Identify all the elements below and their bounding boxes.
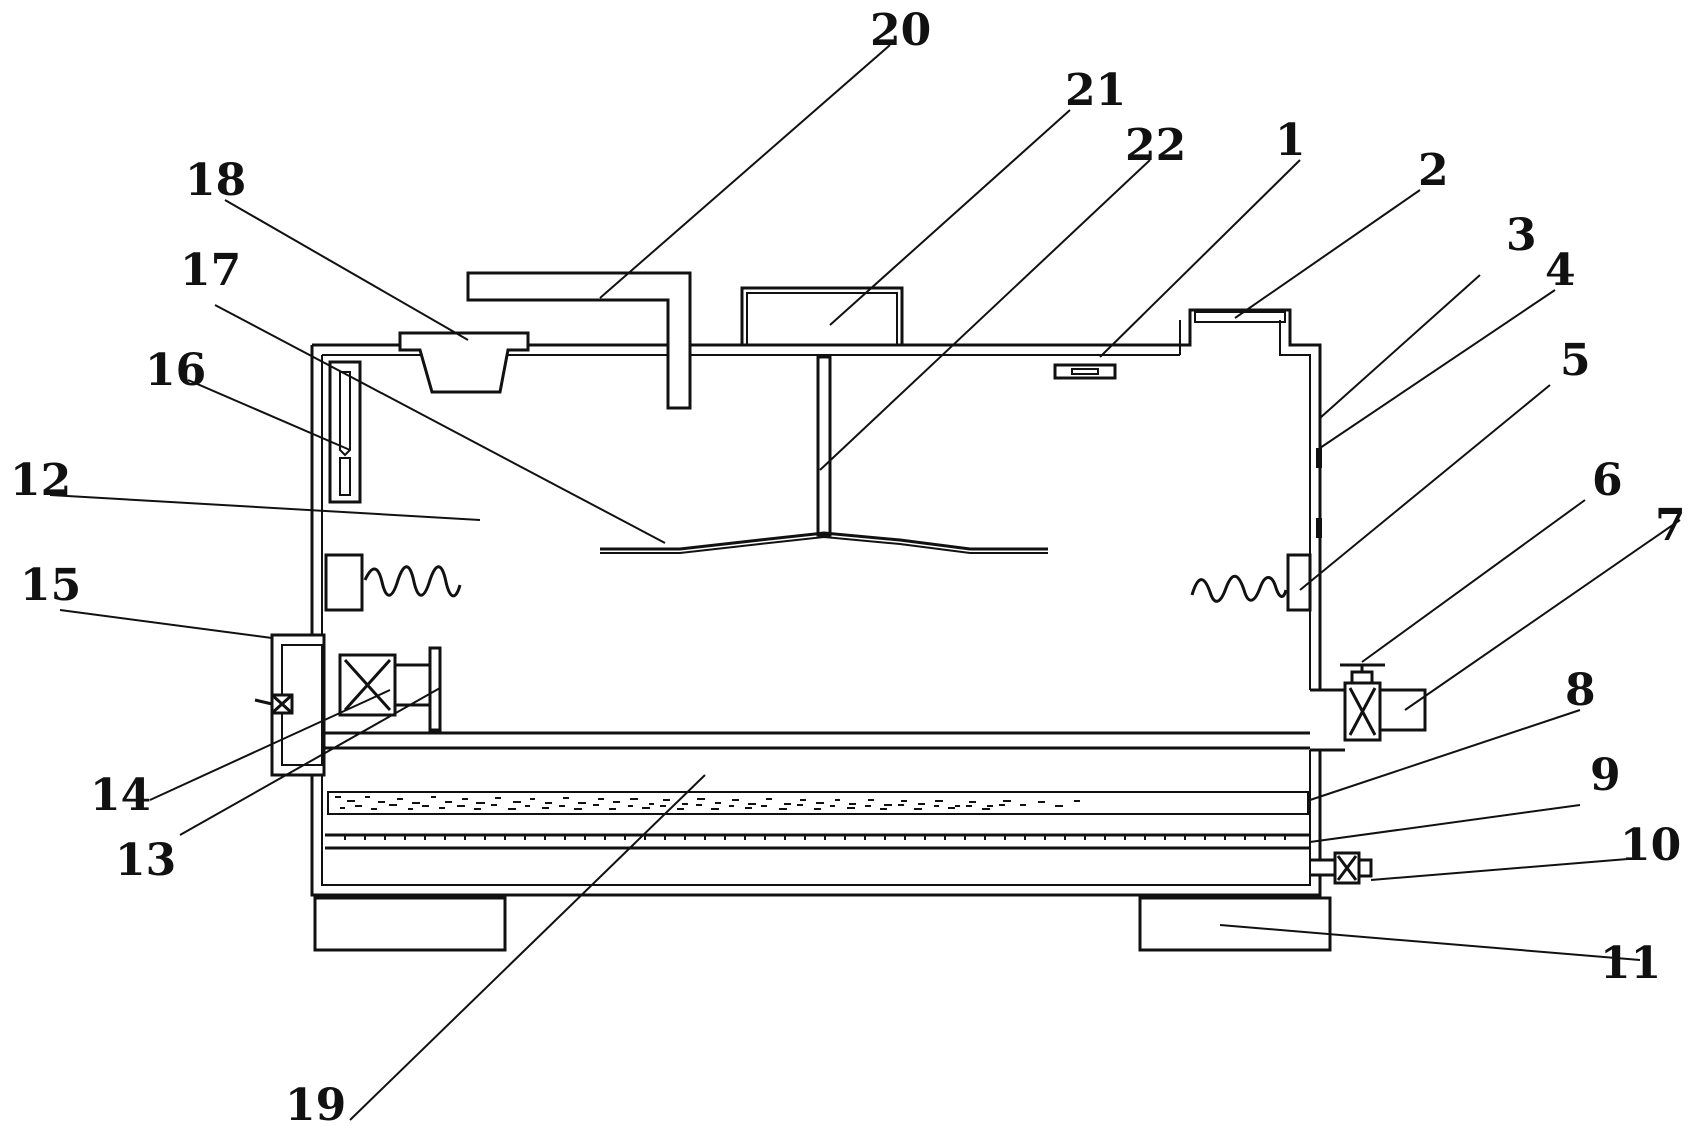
- right-wall-element-upper: [1316, 448, 1322, 468]
- support-foot-left: [313, 896, 507, 952]
- label-10: 10: [1620, 820, 1681, 871]
- bottom-drain-valve: [1310, 851, 1373, 885]
- heater-right: [1190, 553, 1312, 612]
- leader-20: [599, 44, 891, 299]
- leader-10: [1370, 857, 1641, 881]
- label-18: 18: [185, 155, 246, 206]
- label-1: 1: [1275, 115, 1306, 166]
- label-5: 5: [1560, 335, 1591, 386]
- stirring-blade: [600, 531, 1048, 551]
- leader-16: [187, 379, 351, 451]
- left-filter-panel: [328, 360, 362, 504]
- label-20: 20: [870, 5, 931, 56]
- leader-5: [1299, 384, 1551, 591]
- leader-4: [1319, 289, 1556, 449]
- label-16: 16: [145, 345, 206, 396]
- leader-11: [1219, 924, 1641, 961]
- label-12: 12: [10, 455, 71, 506]
- right-outlet-valve: [1310, 663, 1427, 752]
- label-2: 2: [1418, 145, 1449, 196]
- leader-18: [224, 199, 469, 341]
- heater-left: [324, 553, 462, 612]
- label-17: 17: [180, 245, 241, 296]
- motor-box: [740, 286, 904, 347]
- leader-2: [1234, 189, 1421, 319]
- top-cover-plate: [1194, 311, 1286, 323]
- label-22: 22: [1125, 120, 1186, 171]
- label-6: 6: [1592, 455, 1623, 506]
- leader-14: [149, 689, 391, 801]
- support-foot-right: [1138, 896, 1332, 952]
- tank-body: [310, 308, 1322, 897]
- leader-22: [819, 159, 1151, 471]
- stirring-blade-lower: [600, 535, 1048, 554]
- leader-6: [1361, 499, 1586, 663]
- label-14: 14: [90, 770, 151, 821]
- label-7: 7: [1655, 500, 1686, 551]
- label-4: 4: [1545, 245, 1576, 296]
- leader-15: [59, 609, 273, 639]
- label-11: 11: [1600, 938, 1661, 989]
- top-sensor-inner: [1071, 368, 1099, 375]
- leader-3: [1319, 274, 1481, 419]
- leader-lines: [49, 44, 1681, 1121]
- label-3: 3: [1506, 210, 1537, 261]
- motor-box-inner: [746, 292, 898, 346]
- l-shaped-pipe: [466, 271, 692, 410]
- label-15: 15: [20, 560, 81, 611]
- label-9: 9: [1590, 750, 1621, 801]
- stirring-shaft: [816, 355, 832, 537]
- label-8: 8: [1565, 665, 1596, 716]
- leader-17: [214, 304, 666, 544]
- leader-21: [829, 109, 1071, 326]
- top-sensor: [1053, 363, 1117, 380]
- leader-7: [1404, 519, 1681, 711]
- leader-13: [179, 687, 441, 836]
- number-labels: 1 2 3 4 5 6 7 8 9 10 11 12 13 14 15 16 1…: [10, 5, 1686, 1127]
- feed-hopper: [398, 331, 530, 394]
- leader-9: [1309, 804, 1581, 843]
- label-13: 13: [115, 835, 176, 886]
- label-19: 19: [285, 1080, 346, 1127]
- label-21: 21: [1065, 65, 1126, 116]
- leader-12: [49, 494, 481, 521]
- right-wall-element-lower: [1316, 518, 1322, 538]
- leader-8: [1309, 709, 1581, 801]
- left-pump-assembly: [254, 633, 442, 777]
- filter-plate: [325, 731, 1310, 850]
- leader-1: [1099, 159, 1301, 358]
- leader-19: [349, 774, 706, 1121]
